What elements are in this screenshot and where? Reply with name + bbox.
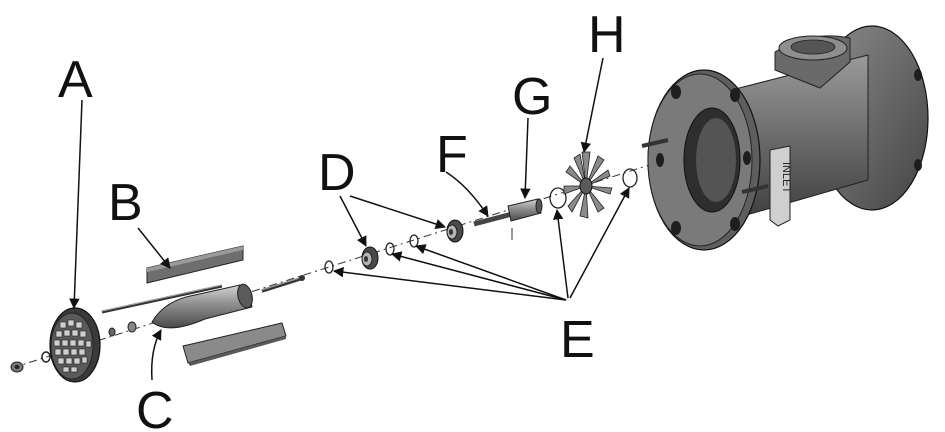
inlet-marking: INLET [780, 162, 792, 193]
spacer-ring [108, 327, 116, 337]
leader-d-left [339, 195, 367, 247]
cone-body [151, 283, 253, 329]
flow-straightener [49, 307, 101, 383]
leader-a [69, 99, 83, 310]
callout-f: F [436, 126, 468, 184]
retaining-ring-1 [324, 260, 334, 274]
retaining-ring-2 [385, 242, 395, 256]
leader-e-5 [569, 187, 630, 299]
callout-g: G [512, 68, 552, 126]
upper-vane [146, 245, 244, 284]
leader-e-3 [415, 244, 567, 301]
leader-c [150, 329, 162, 381]
leader-e-2 [390, 251, 567, 301]
leader-h [580, 57, 604, 154]
callout-e: E [560, 311, 595, 369]
callout-c: C [136, 382, 174, 432]
threaded-shaft [261, 275, 305, 293]
leader-g [520, 117, 531, 200]
retaining-ring-5 [622, 168, 638, 188]
nose-bushing [127, 321, 137, 333]
callout-a: A [58, 51, 93, 109]
leader-e-1 [332, 266, 567, 301]
assembly-axis [11, 159, 666, 369]
callout-d: D [318, 144, 356, 202]
small-washer [41, 351, 51, 363]
leader-d-right [349, 195, 446, 230]
bearing-right [446, 219, 464, 243]
rotor-shaft [473, 198, 543, 240]
leader-b [137, 227, 171, 269]
callout-h: H [588, 6, 626, 64]
leader-f [445, 171, 489, 217]
bearing-left [361, 246, 379, 270]
end-nut [10, 361, 24, 373]
guide-rod [101, 284, 223, 314]
meter-body [641, 25, 929, 251]
callout-b: B [108, 174, 143, 232]
leader-e-4 [552, 208, 569, 299]
retaining-ring-4 [549, 187, 567, 209]
turbine-rotor [563, 151, 613, 219]
lower-vane [182, 322, 287, 366]
retaining-ring-3 [409, 234, 419, 248]
